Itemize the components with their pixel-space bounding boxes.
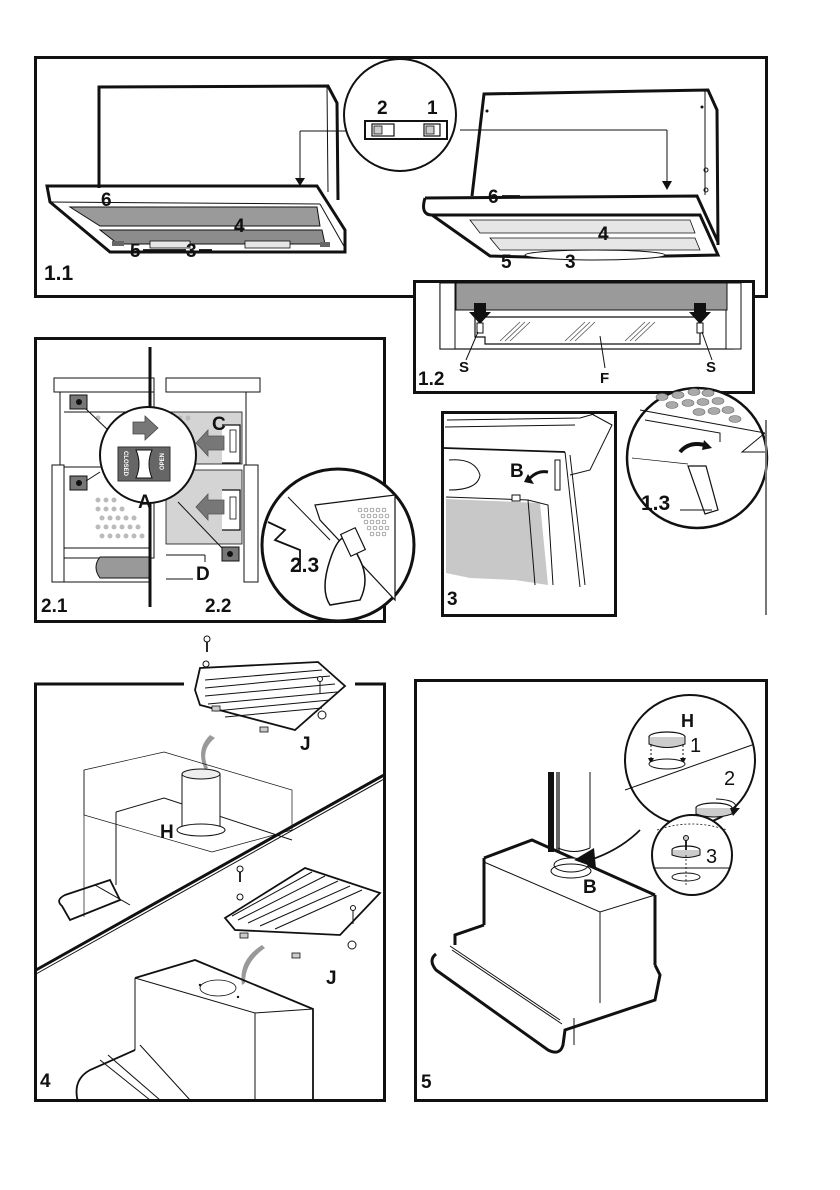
callout-S-right: S [706, 359, 716, 376]
step-2: 2 [724, 768, 735, 790]
step-1: 1 [690, 735, 701, 757]
figure-label-1-1: 1.1 [44, 262, 74, 285]
callout-H-fig4: H [160, 822, 174, 843]
figure-1-2 [439, 282, 742, 369]
figure-label-3: 3 [447, 589, 458, 610]
hood-left-drawing [45, 84, 350, 254]
figure-label-1-3: 1.3 [641, 492, 670, 515]
switch-open-text: OPEN [160, 453, 166, 470]
callout-3-left: 3 [186, 241, 197, 262]
switch-A-magnifier: CLOSED OPEN [85, 406, 223, 549]
figure-4 [34, 635, 386, 1103]
callout-5-left: 5 [130, 241, 141, 262]
callout-D: D [196, 564, 210, 585]
figure-label-1-2: 1.2 [418, 369, 444, 390]
screw-icon-upper [203, 635, 211, 652]
callout-4-right: 4 [598, 224, 609, 245]
switch-position-1: 1 [427, 98, 438, 119]
figure-1-3 [625, 386, 769, 615]
callout-A: A [138, 492, 152, 513]
grille-J-upper [194, 660, 347, 733]
switch-magnifier [343, 58, 457, 172]
screw-icon-lower [236, 865, 244, 882]
figure-3 [443, 412, 613, 588]
figure-label-5: 5 [421, 1072, 432, 1093]
callout-5-right: 5 [501, 252, 512, 273]
hood-right-drawing [422, 88, 721, 261]
figure-label-2-2: 2.2 [205, 596, 231, 617]
callout-J-upper: J [300, 734, 311, 755]
figure-label-4: 4 [40, 1071, 51, 1092]
callout-3-right: 3 [565, 252, 576, 273]
figure-2-3 [260, 467, 416, 623]
figure-5 [430, 694, 756, 1054]
grille-J-lower [223, 867, 382, 959]
callout-J-lower: J [326, 968, 337, 989]
figure-1-1: 6 4 5 3 2 1 [44, 58, 721, 285]
switch-position-2: 2 [377, 98, 388, 119]
step-3: 3 [706, 846, 717, 868]
figure-label-2-3: 2.3 [290, 554, 319, 577]
callout-B-fig5: B [583, 877, 597, 898]
callout-S-left: S [459, 359, 469, 376]
callout-6-left: 6 [101, 190, 112, 211]
callout-F: F [600, 370, 609, 387]
switch-closed-text: CLOSED [122, 451, 128, 477]
callout-H-fig5: H [681, 711, 694, 731]
callout-C: C [212, 414, 226, 435]
callout-6-right: 6 [488, 187, 499, 208]
figure-label-2-1: 2.1 [41, 596, 68, 617]
callout-B-fig3: B [510, 461, 524, 482]
callout-4-left: 4 [234, 216, 245, 237]
